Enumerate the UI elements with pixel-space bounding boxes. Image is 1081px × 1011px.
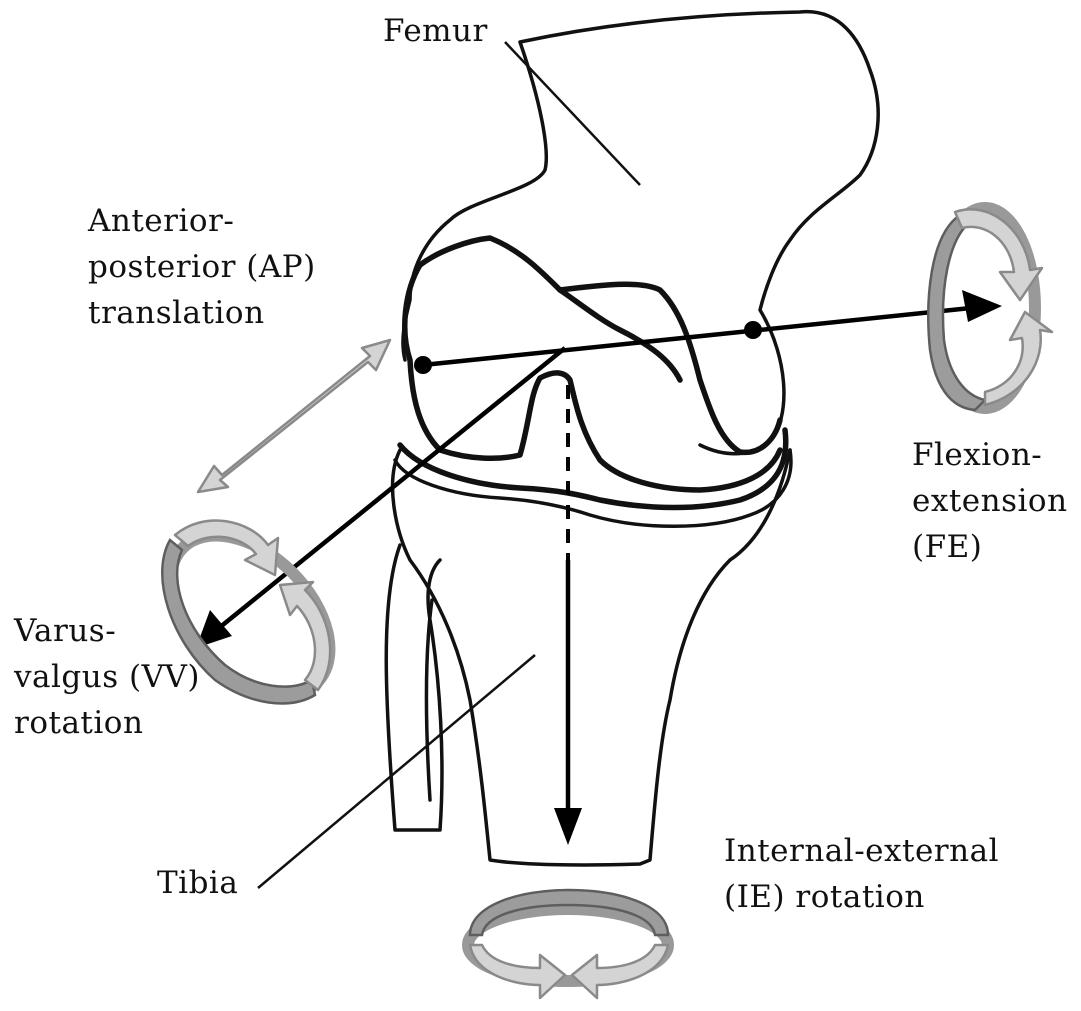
tibia-outline: [393, 450, 790, 865]
ap-label-line-2: posterior (AP): [88, 244, 316, 290]
fe-axis-point-lateral: [744, 321, 762, 339]
fe-axis-point-medial: [414, 356, 432, 374]
ie-label: Internal-external (IE) rotation: [724, 828, 999, 920]
ap-translation-label: Anterior- posterior (AP) translation: [88, 198, 316, 336]
vv-label-line-3: rotation: [14, 700, 200, 746]
femur-leader-line: [505, 42, 640, 185]
ie-label-line-1: Internal-external: [724, 828, 999, 874]
femur-outline: [403, 12, 878, 454]
femoral-notch-line: [560, 290, 680, 380]
vv-rotation-arrow-bottom: [280, 582, 330, 690]
vv-label-line-1: Varus-: [14, 608, 200, 654]
femur-label: Femur: [383, 8, 488, 54]
fe-axis: [423, 306, 990, 365]
ie-label-line-2: (IE) rotation: [724, 874, 999, 920]
ap-translation-arrow: [198, 340, 390, 492]
vv-label-line-2: valgus (VV): [14, 654, 200, 700]
ap-label-line-3: translation: [88, 290, 316, 336]
fe-label-line-3: (FE): [912, 524, 1068, 570]
fe-label: Flexion- extension (FE): [912, 432, 1068, 570]
ie-axis-arrowhead: [554, 808, 582, 845]
ie-rotation-icon: [468, 890, 668, 998]
fe-label-line-1: Flexion-: [912, 432, 1068, 478]
tibia-label: Tibia: [157, 860, 238, 906]
vv-label: Varus- valgus (VV) rotation: [14, 608, 200, 746]
ap-label-line-1: Anterior-: [88, 198, 316, 244]
fe-label-line-2: extension: [912, 478, 1068, 524]
fibula-outline: [386, 545, 442, 830]
ie-rotation-arrow-right: [572, 945, 668, 998]
fe-axis-arrowhead: [962, 290, 1002, 322]
